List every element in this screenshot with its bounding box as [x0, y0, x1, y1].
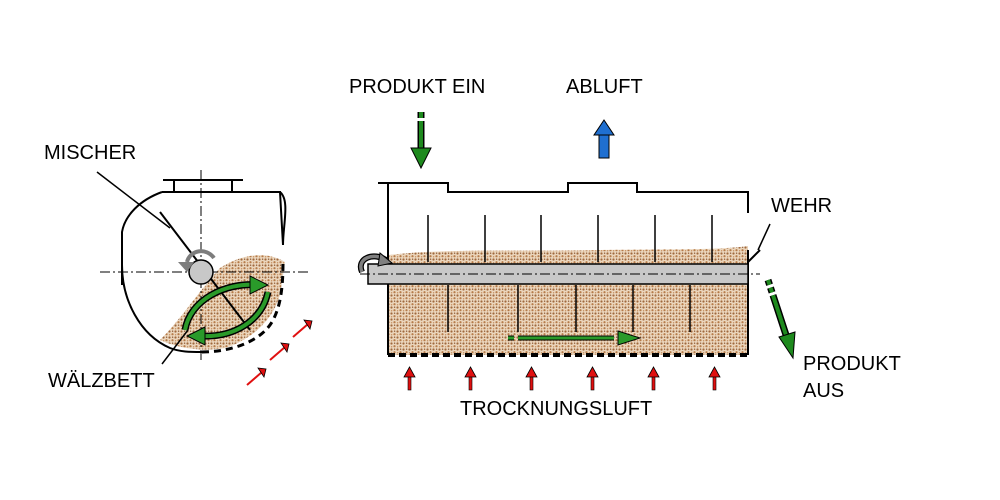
trocknungsluft-arrow-icons: [403, 366, 721, 391]
mischer-label: MISCHER: [44, 142, 137, 164]
produkt-aus-arrow-icon: [764, 278, 796, 360]
produkt-ein-arrow-icon: [410, 112, 432, 170]
cross-section-view: [96, 170, 313, 386]
rotation-arrow-icon: [185, 249, 216, 263]
flow-direction-icon: [508, 330, 642, 346]
weir: [747, 249, 761, 263]
upper-paddles: [427, 215, 713, 262]
mischer-leader-line: [96, 171, 171, 229]
abluft-arrow-icon: [593, 119, 615, 159]
mixer-shaft: [188, 259, 214, 285]
top-nozzle: [173, 179, 233, 193]
produkt-aus-label-line2: AUS: [803, 380, 845, 402]
abluft-label: ABLUFT: [566, 76, 643, 98]
produkt-ein-label: PRODUKT EIN: [349, 76, 486, 98]
longitudinal-view: [357, 112, 796, 391]
wehr-label: WEHR: [771, 195, 833, 217]
lower-paddles: [447, 285, 691, 332]
produkt-aus-label-line1: PRODUKT: [803, 353, 901, 375]
wehr-leader-line: [757, 223, 771, 251]
vessel-right-upper: [279, 191, 287, 246]
drying-air-arrow-icon: [246, 319, 313, 386]
waelzbett-label: WÄLZBETT: [48, 370, 155, 392]
waelzbett-leader-line: [161, 329, 189, 365]
trocknungsluft-label: TROCKNUNGSLUFT: [460, 398, 653, 420]
